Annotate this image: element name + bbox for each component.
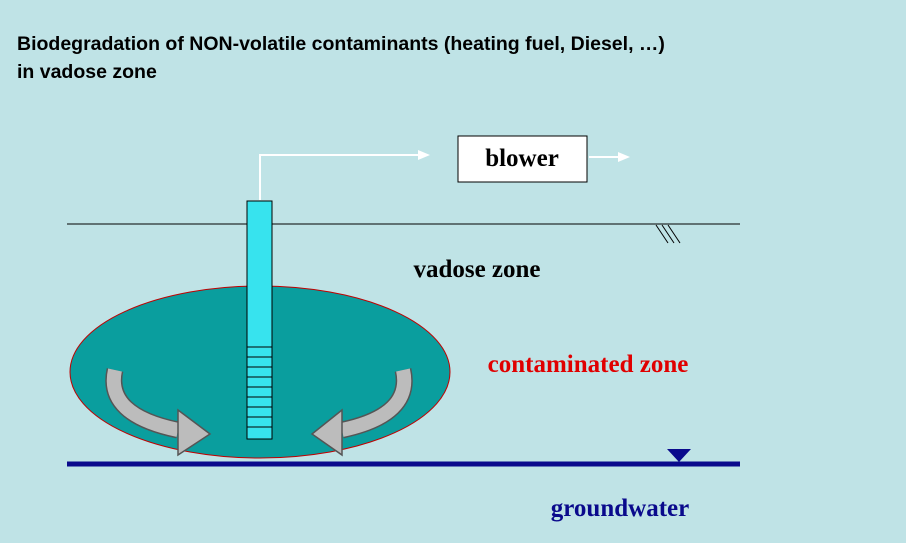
- vadose-zone-label: vadose zone: [413, 256, 540, 283]
- extraction-well: [246, 200, 273, 440]
- water-table-triangle-icon: [667, 449, 691, 462]
- left-flow-arrow-icon: [105, 368, 212, 457]
- right-flow-arrow-icon: [310, 368, 413, 457]
- exhaust-arrowhead-icon: [618, 152, 630, 162]
- extraction-pipe: [259, 154, 420, 200]
- contaminated-zone-label: contaminated zone: [488, 351, 689, 378]
- well-screen: [247, 346, 272, 428]
- slide-title: Biodegradation of NON-volatile contamina…: [17, 33, 665, 83]
- blower-label: blower: [485, 145, 559, 172]
- groundwater-label: groundwater: [551, 495, 689, 522]
- blower-box: blower: [457, 135, 588, 183]
- pipe-arrowhead-icon: [418, 150, 430, 160]
- ground-surface-hatch: [655, 224, 681, 244]
